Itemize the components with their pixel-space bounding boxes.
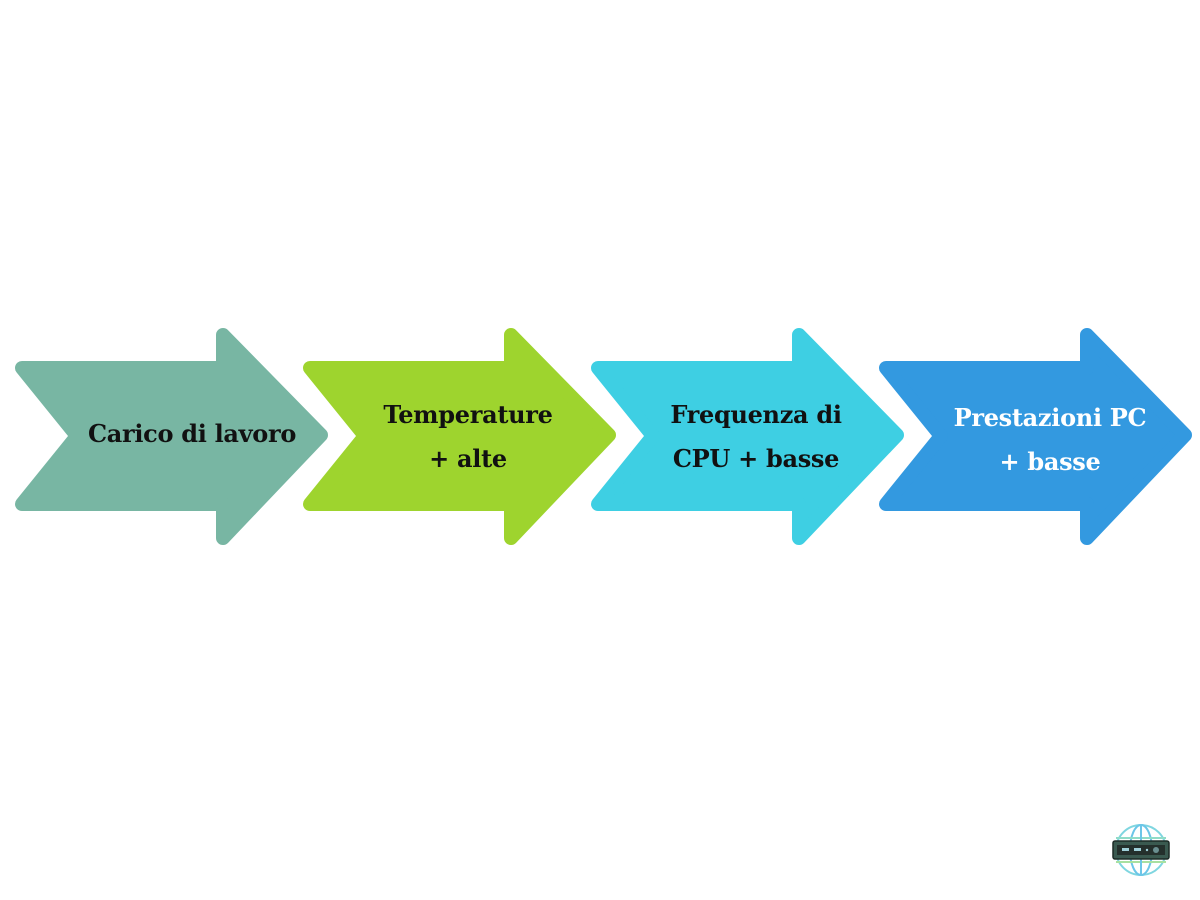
step-4-label: Prestazioni PC + basse: [930, 396, 1170, 484]
step-1-arrow: [15, 328, 328, 545]
step-2-line-2: + alte: [429, 444, 507, 473]
step-3-label: Frequenza di CPU + basse: [636, 393, 876, 481]
step-2-line-1: Temperature: [383, 400, 553, 429]
step-4-line-2: + basse: [999, 447, 1101, 476]
globe-server-icon: [1112, 824, 1170, 876]
step-2-label: Temperature + alte: [348, 393, 588, 481]
step-4-arrow: [879, 328, 1192, 545]
step-3-line-1: Frequenza di: [670, 400, 842, 429]
step-2-arrow: [303, 328, 616, 545]
step-3-line-2: CPU + basse: [672, 444, 840, 473]
step-4-line-1: Prestazioni PC: [953, 403, 1147, 432]
step-1-line-1: Carico di lavoro: [87, 419, 297, 448]
step-3-arrow: [591, 328, 904, 545]
step-1-label: Carico di lavoro: [72, 412, 312, 456]
